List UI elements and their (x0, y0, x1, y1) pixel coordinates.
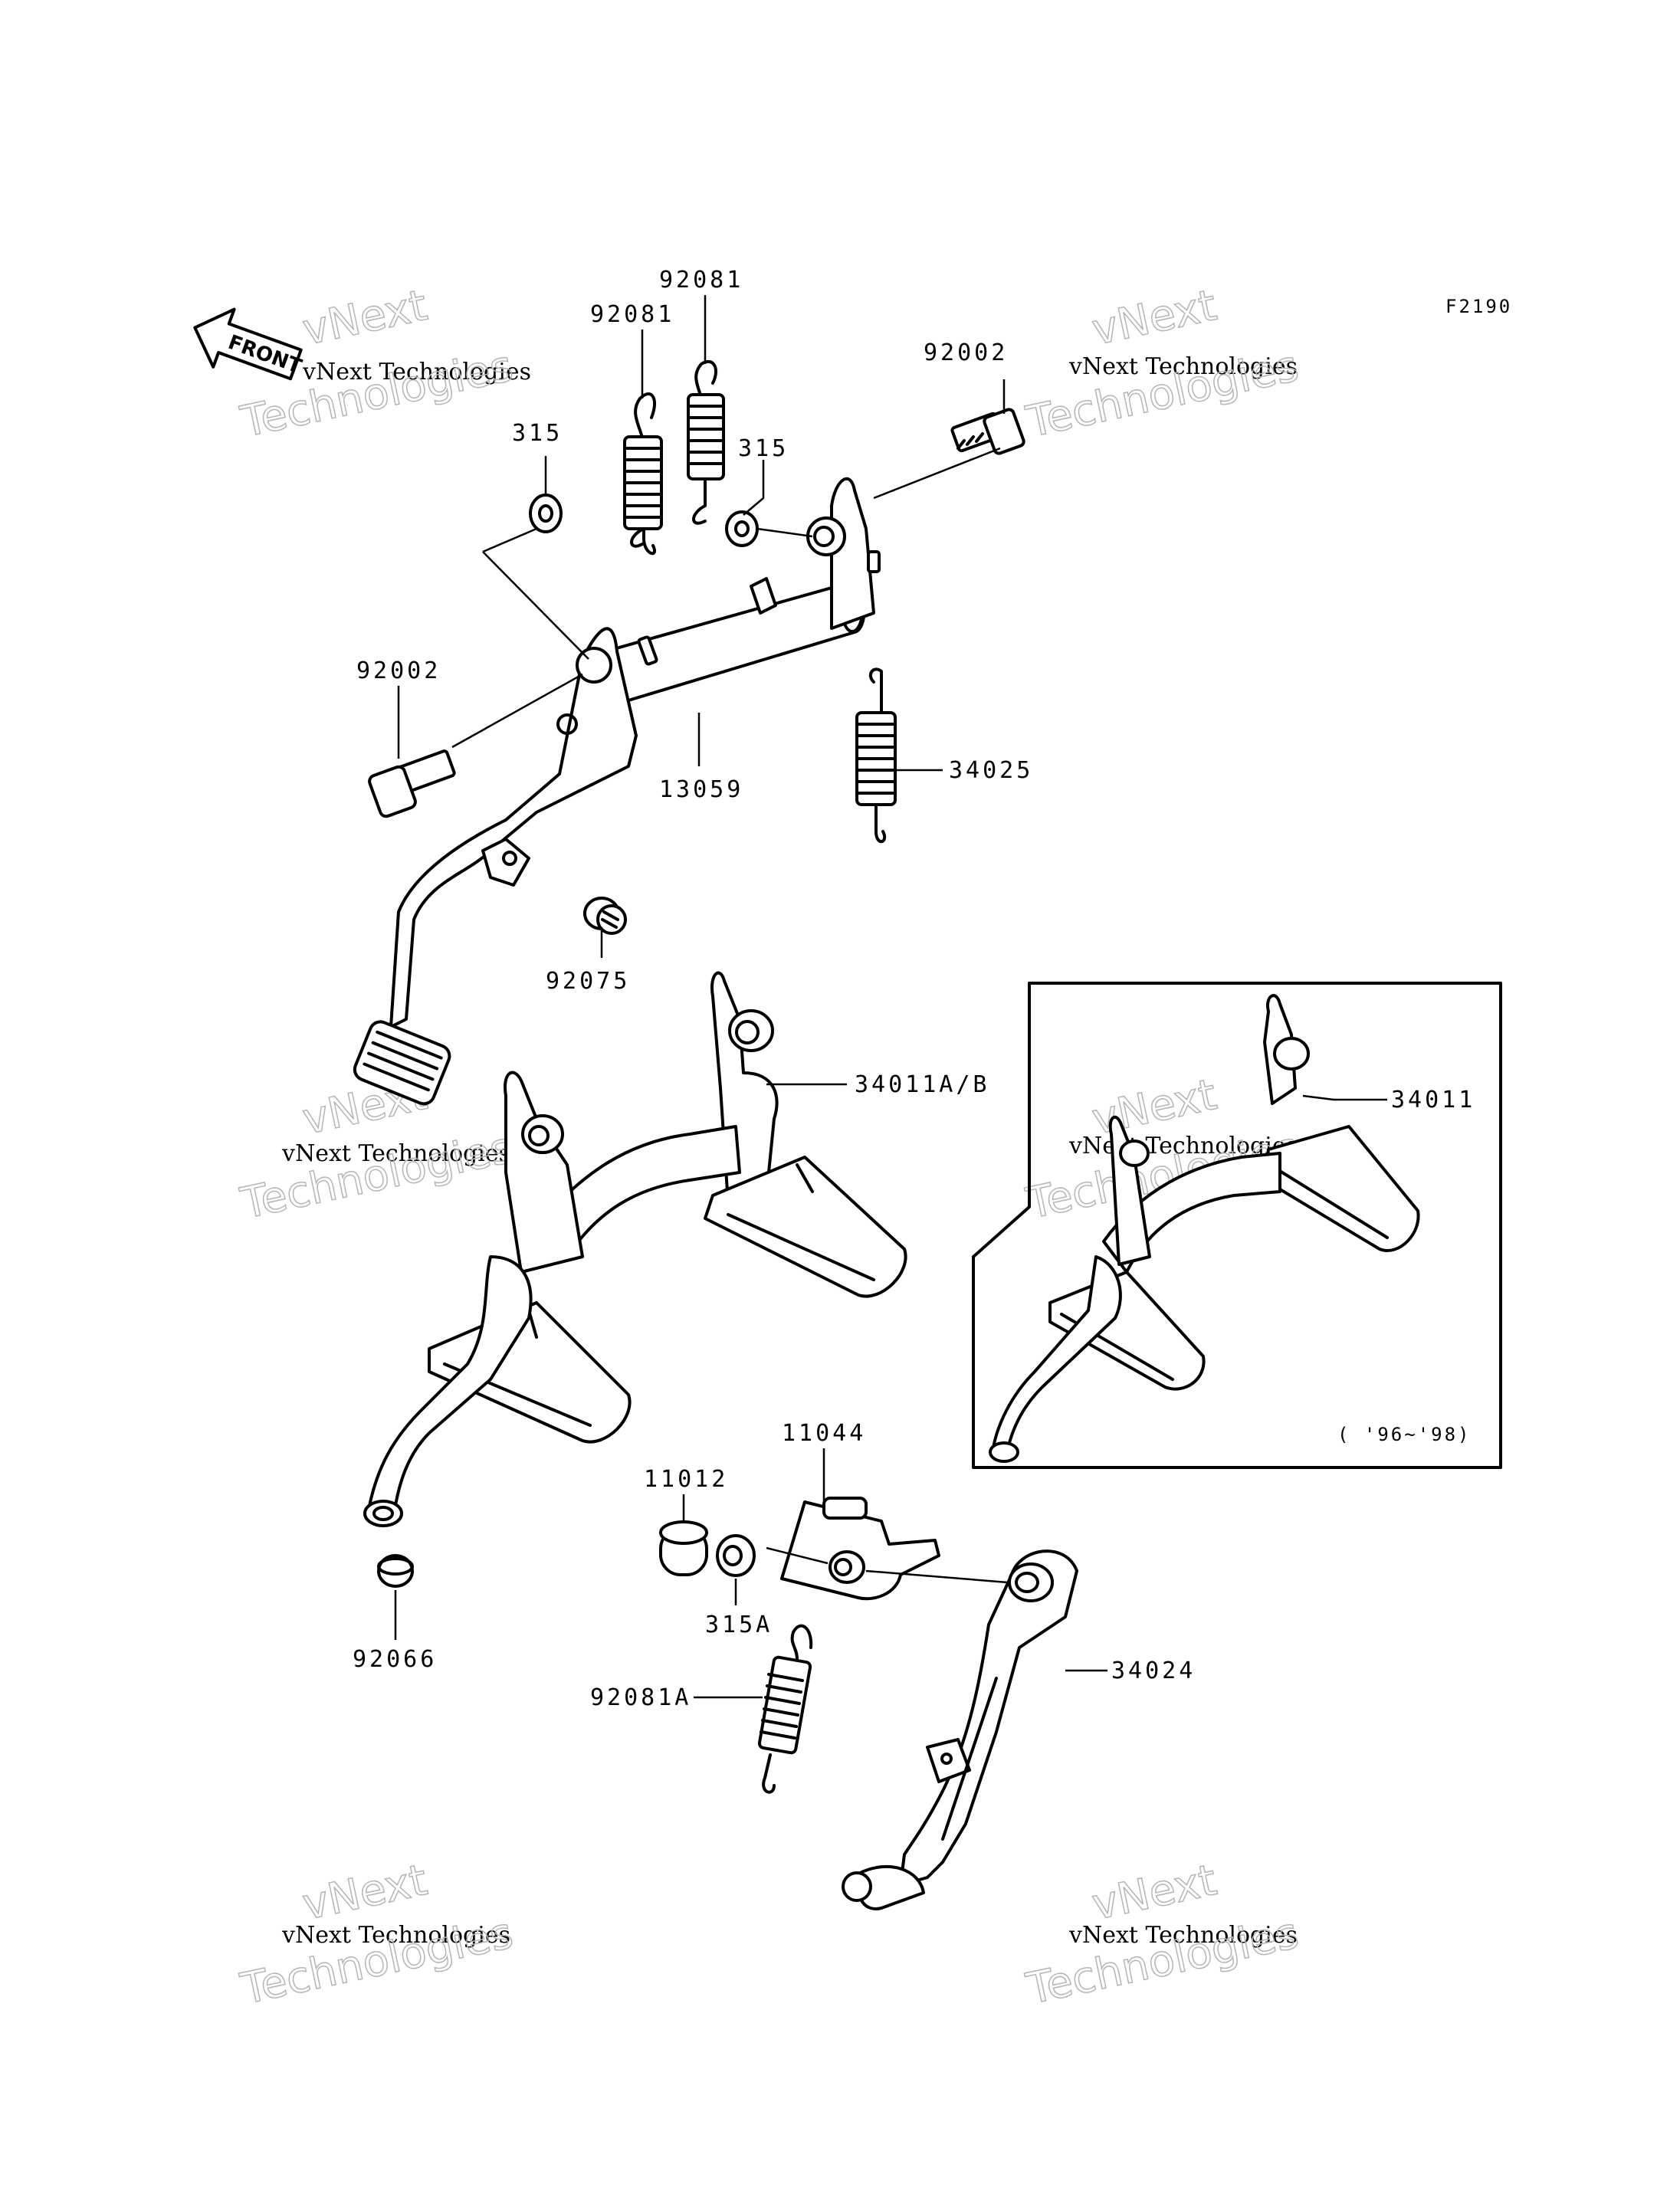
svg-text:Technologies: Technologies (236, 1123, 517, 1229)
callout-315a: 315A (705, 1612, 773, 1638)
cap-92075 (583, 897, 627, 935)
callout-92075: 92075 (546, 968, 630, 995)
cap-92066 (377, 1554, 414, 1588)
callout-34024: 34024 (1111, 1658, 1196, 1684)
svg-text:vNext Technologies: vNext Technologies (281, 1922, 510, 1949)
figure-code: F2190 (1445, 296, 1512, 317)
watermark-bottom-left: vNext vNext Technologies Technologies (236, 1854, 518, 2015)
inset-box: ( '96~'98) (972, 982, 1502, 1469)
nut-315-left (529, 494, 563, 533)
spring-92081a (757, 1624, 813, 1794)
front-arrow-icon: FRONT (193, 307, 305, 381)
callout-315-left: 315 (512, 420, 563, 447)
bracket-11044 (780, 1497, 940, 1601)
nut-315a (716, 1534, 756, 1577)
callout-92066: 92066 (353, 1646, 437, 1673)
callout-92081a: 92081A (590, 1684, 691, 1711)
callout-11044: 11044 (782, 1420, 866, 1447)
bolt-92002-right (950, 408, 1025, 455)
svg-text:vNext: vNext (298, 280, 431, 356)
svg-text:vNext Technologies: vNext Technologies (281, 1140, 510, 1167)
leader-lines (394, 295, 1387, 1699)
brake-pedal-pad (353, 1020, 451, 1106)
nut-315-right (725, 510, 759, 547)
svg-text:vNext: vNext (1088, 280, 1221, 356)
spring-92081-right (687, 359, 725, 525)
callout-34011: 34011 (1391, 1087, 1475, 1113)
spring-34025 (855, 667, 897, 844)
pivot-shaft-13059 (353, 477, 881, 1106)
watermark-top-right: vNext vNext Technologies Technologies (1022, 280, 1304, 448)
callout-92081-top: 92081 (659, 267, 743, 293)
collar-11012 (659, 1520, 708, 1576)
callout-34011ab: 34011A/B (855, 1071, 990, 1098)
watermark-mid-left: vNext vNext Technologies Technologies (236, 1069, 518, 1229)
watermark-bottom-right: vNext vNext Technologies Technologies (1022, 1854, 1304, 2015)
callout-13059: 13059 (659, 776, 743, 803)
svg-text:vNext Technologies: vNext Technologies (1068, 353, 1298, 380)
side-stand-34024 (842, 1549, 1078, 1910)
callout-34025: 34025 (949, 757, 1033, 784)
main-stand-34011 (363, 971, 907, 1527)
spring-92081-left (623, 392, 663, 556)
callout-11012: 11012 (644, 1466, 728, 1493)
inset-caption: ( '96~'98) (1337, 1424, 1472, 1445)
svg-text:vNext: vNext (298, 1855, 431, 1930)
svg-text:vNext: vNext (1088, 1855, 1221, 1930)
bolt-92002-left (368, 749, 456, 818)
callout-315-right: 315 (738, 435, 789, 462)
callout-92081-second: 92081 (590, 301, 674, 328)
callout-92002-right: 92002 (924, 339, 1008, 366)
svg-text:vNext Technologies: vNext Technologies (302, 359, 531, 385)
callout-92002-left: 92002 (356, 657, 441, 684)
svg-text:vNext Technologies: vNext Technologies (1068, 1922, 1298, 1949)
